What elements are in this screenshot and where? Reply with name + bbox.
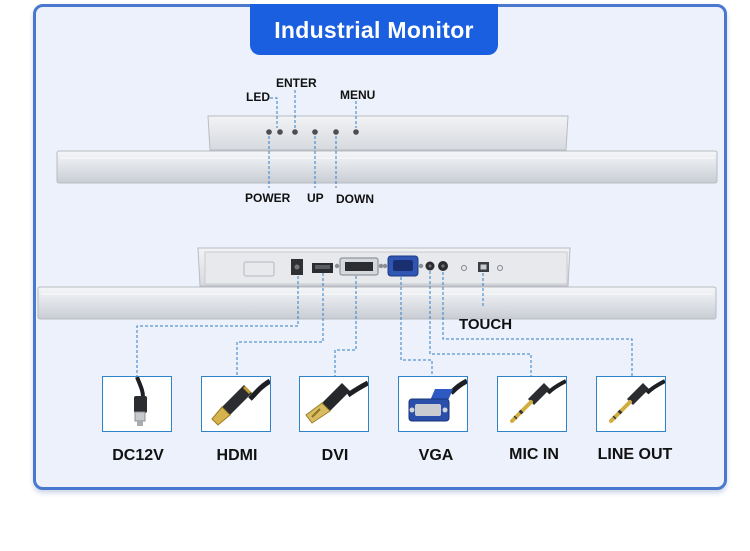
led-label: LED <box>246 90 270 104</box>
hdmi-label: HDMI <box>216 447 258 464</box>
hdmi-thumbnail <box>201 376 272 432</box>
power-label: POWER <box>245 191 291 205</box>
touch-label: TOUCH <box>459 316 513 333</box>
mic-in-label: MIC IN <box>509 446 559 463</box>
up-label: UP <box>307 191 324 205</box>
blank-plate-icon <box>243 261 275 277</box>
dvi-thumbnail <box>299 376 370 432</box>
monitor-top-view <box>56 90 718 188</box>
audio-jack-icon <box>510 379 567 423</box>
down-label: DOWN <box>336 192 374 206</box>
dc12v-thumbnail <box>102 376 172 432</box>
line-out-label: LINE OUT <box>597 446 673 463</box>
top-leader-lines <box>268 90 357 188</box>
hdmi-cable-icon <box>211 378 272 426</box>
line-out-thumbnail <box>596 376 666 432</box>
title-tab <box>250 4 498 55</box>
monitor-bottom-view <box>37 247 717 376</box>
audio-jack-icon <box>609 379 666 423</box>
vga-cable-icon <box>408 378 469 422</box>
bottom-leader-lines <box>136 271 633 376</box>
dvi-cable-icon <box>305 380 370 424</box>
vga-label: VGA <box>418 447 454 464</box>
mic-in-thumbnail <box>497 376 567 432</box>
menu-label: MENU <box>340 88 376 102</box>
dc12v-label: DC12V <box>112 447 164 464</box>
dvi-label: DVI <box>321 447 349 464</box>
button-dots <box>266 129 359 135</box>
page-title: Industrial Monitor <box>274 17 474 43</box>
dc-plug-icon <box>134 376 147 426</box>
vga-thumbnail <box>398 376 469 432</box>
enter-label: ENTER <box>276 76 317 90</box>
